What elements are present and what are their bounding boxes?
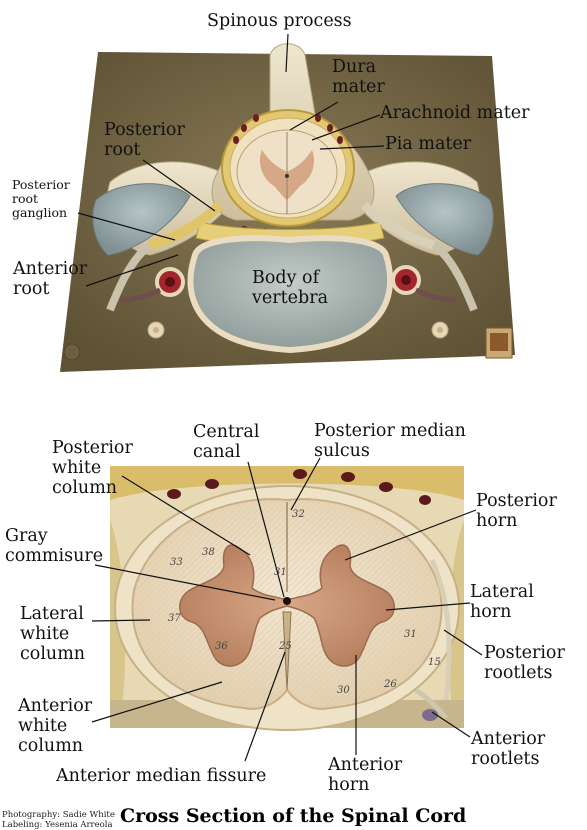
label-arachnoid-mater: Arachnoid mater [380, 103, 530, 123]
label-lateral-horn: Lateral horn [470, 582, 534, 622]
label-anterior-rootlets: Anterior rootlets [471, 729, 546, 769]
gray-matter [179, 544, 395, 667]
model-number: 32 [292, 509, 305, 520]
label-lateral-white-column: Lateral white column [20, 604, 86, 664]
label-anterior-median-fissure: Anterior median fissure [56, 766, 267, 786]
model-number: 38 [202, 547, 215, 558]
model-number: 31 [274, 567, 287, 578]
label-body-of-vertebra: Body of vertebra [252, 268, 328, 308]
model-number: 30 [337, 685, 350, 696]
photography-credit: Photography: Sadie White [2, 810, 115, 820]
label-posterior-white-column: Posterior white column [52, 438, 133, 498]
label-anterior-horn: Anterior horn [328, 755, 403, 795]
vertebral-body [187, 235, 393, 354]
model-number: 33 [170, 557, 183, 568]
figure-title: Cross Section of the Spinal Cord [120, 805, 467, 827]
label-posterior-rootlets: Posterior rootlets [484, 643, 565, 683]
label-central-canal: Central canal [193, 422, 260, 462]
label-posterior-root-ganglion: Posterior root ganglion [12, 177, 70, 220]
label-spinous-process: Spinous process [207, 11, 352, 31]
model-number: 25 [279, 641, 292, 652]
label-posterior-median-sulcus: Posterior median sulcus [314, 421, 466, 461]
label-posterior-horn: Posterior horn [476, 491, 557, 531]
label-anterior-white-column: Anterior white column [18, 696, 93, 756]
model-number: 31 [404, 629, 417, 640]
label-posterior-root: Posterior root [104, 120, 185, 160]
model-number: 37 [168, 613, 181, 624]
model-number: 15 [428, 657, 441, 668]
label-anterior-root: Anterior root [13, 259, 88, 299]
label-dura-mater: Dura mater [332, 57, 385, 97]
central-canal [283, 597, 291, 605]
label-gray-commisure: Gray commisure [5, 526, 104, 566]
model-number: 26 [384, 679, 397, 690]
label-pia-mater: Pia mater [385, 134, 472, 154]
model-number: 36 [215, 641, 228, 652]
vertebra-model-photo [0, 0, 587, 400]
labeling-credit: Labeling: Yesenia Arreola [2, 820, 113, 830]
